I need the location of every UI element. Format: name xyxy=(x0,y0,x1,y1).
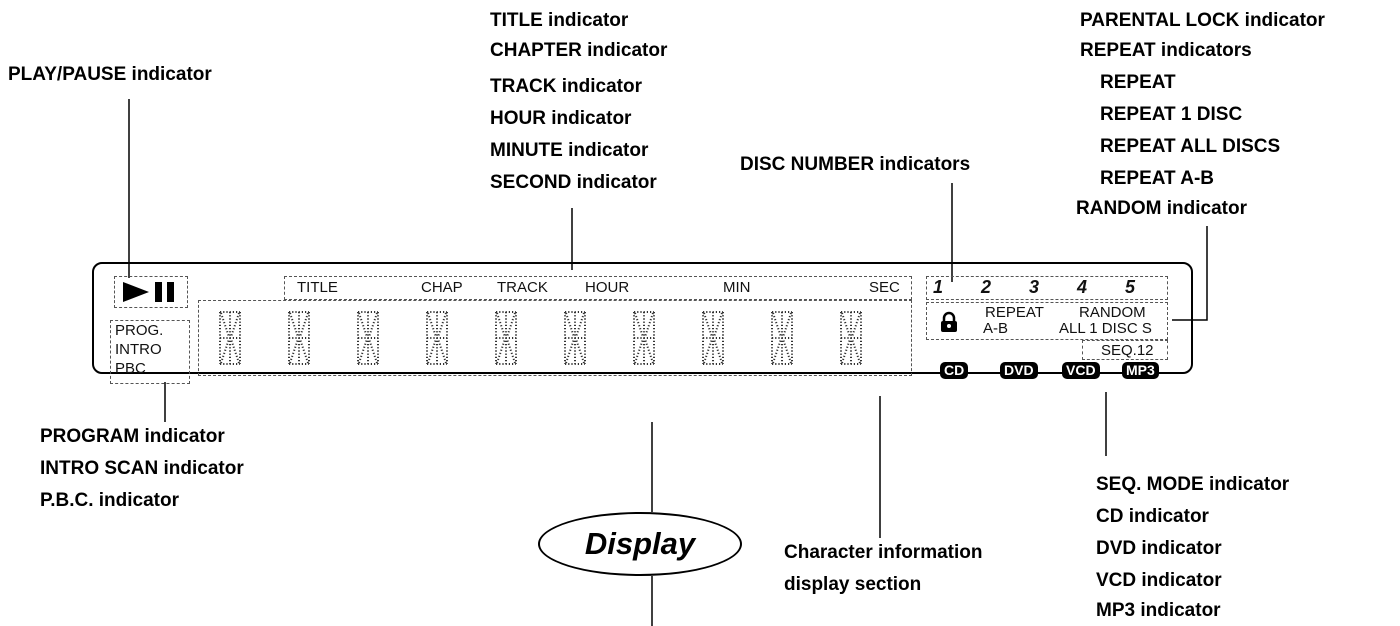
seq-mode-box: SEQ.12 xyxy=(1082,340,1168,360)
minute-indicator-label: MINUTE indicator xyxy=(490,140,649,161)
lcd-title: TITLE xyxy=(297,279,338,296)
mp3-badge: MP3 xyxy=(1122,362,1159,379)
track-indicator-label: TRACK indicator xyxy=(490,76,642,97)
chapter-indicator-label: CHAPTER indicator xyxy=(490,40,668,61)
disc-4-indicator: 4 xyxy=(1077,277,1088,297)
random-indicator-label: RANDOM indicator xyxy=(1076,198,1247,219)
repeat-indicators-label: REPEAT indicators xyxy=(1080,40,1252,61)
play-pause-icon xyxy=(123,282,174,302)
lcd-hour: HOUR xyxy=(585,279,630,296)
hour-indicator-label: HOUR indicator xyxy=(490,108,632,129)
character-cell xyxy=(633,311,655,365)
mp3-indicator-label: MP3 indicator xyxy=(1096,600,1221,621)
disc-1-indicator: 1 xyxy=(933,277,944,297)
repeat-ab-label: REPEAT A-B xyxy=(1100,168,1214,189)
disc-2-indicator: 2 xyxy=(981,277,992,297)
disc-number-label: DISC NUMBER indicators xyxy=(740,154,971,175)
character-display-section xyxy=(198,300,912,376)
character-cell xyxy=(564,311,586,365)
dvd-badge: DVD xyxy=(1000,362,1038,379)
seq-mode-indicator-label: SEQ. MODE indicator xyxy=(1096,474,1290,495)
vcd-badge: VCD xyxy=(1062,362,1100,379)
repeat-all-1disc-indicator: ALL 1 DISC S xyxy=(1059,320,1152,337)
repeat-all-discs-label: REPEAT ALL DISCS xyxy=(1100,136,1281,157)
play-pause-indicator xyxy=(114,276,188,308)
char-info-label-line2: display section xyxy=(784,574,922,595)
character-cell xyxy=(219,311,241,365)
character-cell xyxy=(840,311,862,365)
parental-lock-label: PARENTAL LOCK indicator xyxy=(1080,10,1325,31)
play-pause-label: PLAY/PAUSE indicator xyxy=(8,64,212,85)
cd-indicator-label: CD indicator xyxy=(1096,506,1209,527)
second-indicator-label: SECOND indicator xyxy=(490,172,657,193)
repeat-random-box: REPEAT RANDOM A-B ALL 1 DISC S xyxy=(926,302,1168,340)
repeat-1-disc-label: REPEAT 1 DISC xyxy=(1100,104,1243,125)
vcd-indicator-label: VCD indicator xyxy=(1096,570,1222,591)
cd-badge: CD xyxy=(940,362,969,379)
time-labels-box: TITLE CHAP TRACK HOUR MIN SEC xyxy=(284,276,912,300)
lcd-chap: CHAP xyxy=(421,279,463,296)
intro-indicator: INTRO xyxy=(115,341,162,358)
disc-3-indicator: 3 xyxy=(1029,277,1040,297)
display-panel: PROG. INTRO PBC TITLE CHAP TRACK HOUR MI… xyxy=(92,262,1193,384)
dvd-indicator-label: DVD indicator xyxy=(1096,538,1222,559)
character-cell xyxy=(771,311,793,365)
character-cell xyxy=(495,311,517,365)
character-cell xyxy=(426,311,448,365)
intro-scan-indicator-label: INTRO SCAN indicator xyxy=(40,458,244,479)
char-info-label-line1: Character information xyxy=(784,542,983,563)
character-cell xyxy=(702,311,724,365)
parental-lock-icon xyxy=(941,311,957,332)
lcd-track: TRACK xyxy=(497,279,548,296)
pbc-indicator-label: P.B.C. indicator xyxy=(40,490,180,511)
repeat-indicator: REPEAT xyxy=(985,304,1044,321)
title-indicator-label: TITLE indicator xyxy=(490,10,629,31)
random-indicator: RANDOM xyxy=(1079,304,1146,321)
lcd-sec: SEC xyxy=(869,279,900,296)
disc-5-indicator: 5 xyxy=(1125,277,1136,297)
seq-mode-indicator: SEQ.12 xyxy=(1101,342,1154,359)
character-cell xyxy=(357,311,379,365)
lcd-min: MIN xyxy=(723,279,751,296)
repeat-label: REPEAT xyxy=(1100,72,1176,93)
disc-number-box: 1 2 3 4 5 xyxy=(926,276,1168,300)
prog-indicator: PROG. xyxy=(115,322,164,339)
pbc-indicator: PBC xyxy=(115,360,146,377)
program-indicator-label: PROGRAM indicator xyxy=(40,426,225,447)
display-title: Display xyxy=(584,526,696,561)
character-cell xyxy=(288,311,310,365)
repeat-ab-indicator: A-B xyxy=(983,320,1009,337)
display-oval: Display xyxy=(538,512,742,576)
mode-indicator-box: PROG. INTRO PBC xyxy=(110,320,190,384)
